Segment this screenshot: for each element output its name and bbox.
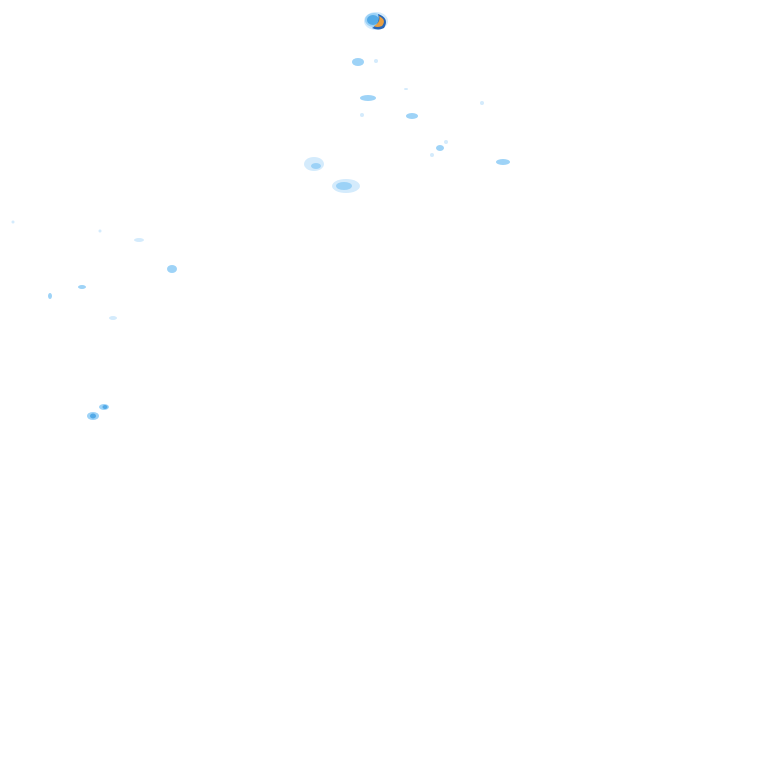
scattered-echoes — [11, 58, 510, 320]
storm-cell-left — [87, 404, 109, 420]
echo-very-light — [374, 59, 378, 63]
echo-light — [167, 265, 177, 273]
echo-light — [352, 58, 364, 66]
echo-intense — [374, 16, 384, 27]
echo-very-light — [11, 220, 15, 224]
echo-moderate — [102, 405, 108, 409]
echo-very-light — [109, 316, 117, 320]
echo-light — [360, 95, 376, 101]
echo-light — [78, 285, 86, 289]
storm-cell-top — [364, 12, 388, 30]
echo-very-light — [404, 88, 408, 90]
echo-very-light — [430, 153, 434, 157]
echo-very-light — [98, 229, 102, 233]
echo-very-light — [360, 113, 364, 117]
echo-very-light — [444, 140, 448, 144]
echo-light — [496, 159, 510, 165]
echo-very-light — [134, 238, 144, 242]
echo-light — [311, 163, 321, 169]
echo-light — [406, 113, 418, 119]
echo-light — [336, 182, 352, 190]
echo-very-light — [480, 101, 484, 105]
echo-moderate — [90, 413, 96, 419]
echo-light — [48, 293, 52, 299]
echo-moderate — [367, 15, 379, 25]
echo-light — [436, 145, 444, 151]
